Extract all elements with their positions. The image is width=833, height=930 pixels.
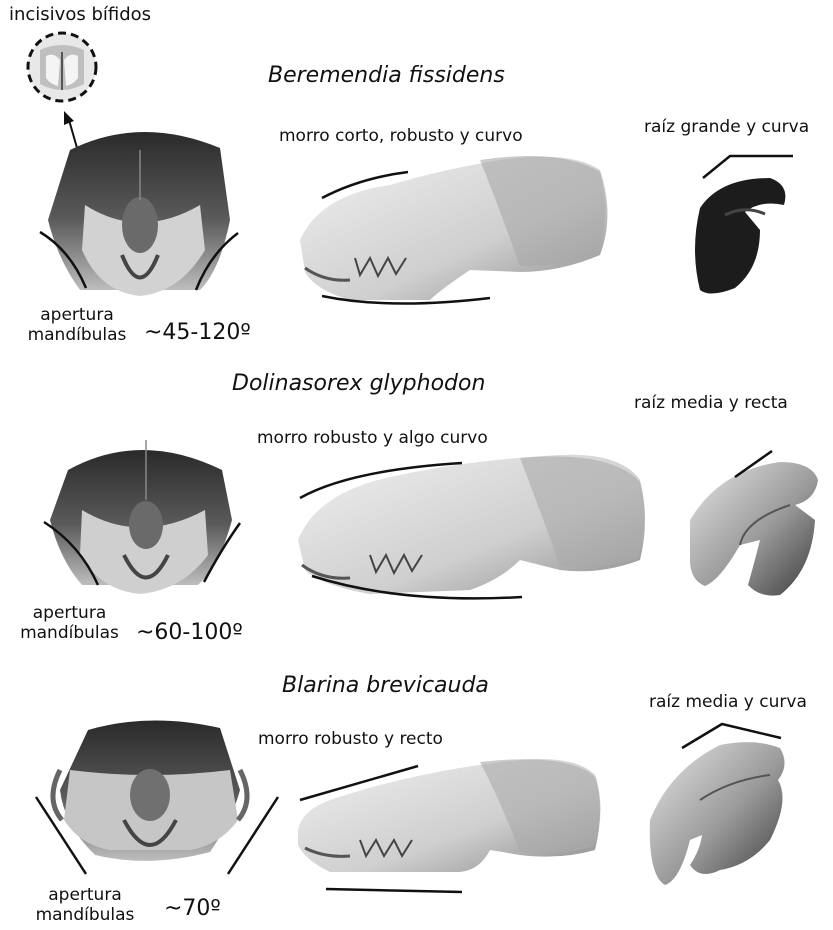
jaw-label-3: apertura mandíbulas (26, 886, 144, 925)
snout-label-2: morro robusto y algo curvo (257, 429, 488, 449)
snout-label-1: morro corto, robusto y curvo (279, 127, 523, 147)
jaw-label-line1-1: apertura (26, 306, 128, 326)
jaw-label-line2-2: mandíbulas (12, 624, 127, 644)
jaw-angle-1: ~45-120º (144, 320, 251, 345)
jaw-angle-2: ~60-100º (136, 620, 243, 645)
skull-lateral-2 (298, 455, 645, 594)
inset-label: incisivos bífidos (9, 5, 151, 26)
skull-frontal-3 (53, 720, 247, 860)
root-label-3: raíz media y curva (649, 693, 807, 713)
jaw-label-2: apertura mandíbulas (12, 604, 127, 643)
inset-incisors-circle (28, 33, 96, 101)
jaw-label-line1-3: apertura (26, 886, 144, 906)
jaw-label-line1-2: apertura (12, 604, 127, 624)
root-label-1: raíz grande y curva (644, 118, 809, 138)
species-name-3: Blarina brevicauda (282, 673, 489, 698)
snout-line-lower-3 (326, 889, 462, 892)
root-1 (695, 178, 785, 294)
skull-frontal-2 (50, 440, 232, 594)
jaw-angle-3: ~70º (164, 896, 221, 921)
skull-lateral-3 (298, 759, 601, 872)
snout-label-3: morro robusto y recto (258, 730, 443, 750)
root-3 (650, 742, 785, 885)
jaw-label-1: apertura mandíbulas (26, 306, 128, 345)
jaw-label-line2-3: mandíbulas (26, 906, 144, 926)
species-name-1: Beremendia fissidens (268, 63, 505, 88)
root-line-1 (703, 156, 793, 178)
skull-frontal-1 (48, 132, 230, 296)
jaw-label-line2-1: mandíbulas (26, 326, 128, 346)
root-label-2: raíz media y recta (634, 394, 788, 414)
species-name-2: Dolinasorex glyphodon (232, 371, 485, 396)
skull-lateral-1 (300, 156, 608, 300)
root-2 (690, 462, 818, 596)
